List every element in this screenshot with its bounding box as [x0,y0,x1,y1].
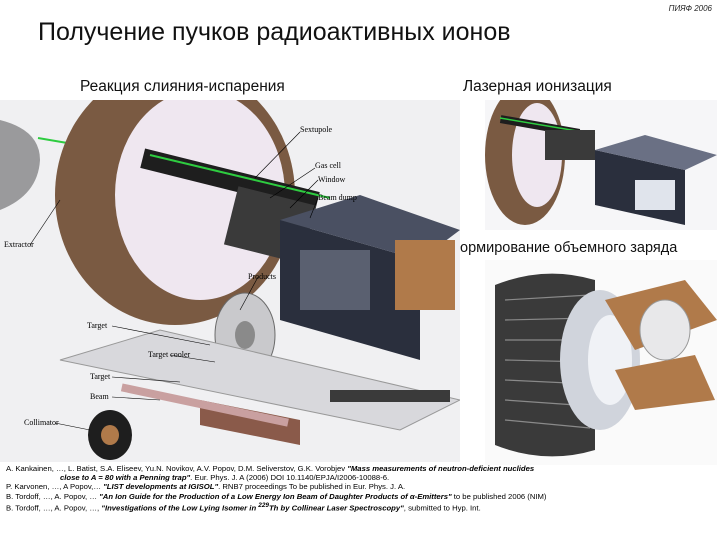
label-beam: Beam [90,392,109,401]
organization-mark: ПИЯФ 2006 [668,4,712,13]
laser-ionization-drawing [485,100,717,230]
label-window: Window [318,175,345,184]
label-target: Target [87,321,108,330]
label-collimator: Collimator [24,418,59,427]
label-sextupole: Sextupole [300,125,332,134]
references: A. Kankainen, …, L. Batist, S.A. Eliseev… [6,464,718,513]
label-gas-cell: Gas cell [315,161,342,170]
label-beam-dump: Beam dump [318,193,357,202]
subtitle-fusion-evaporation: Реакция слияния-испарения [80,78,285,95]
label-target-2: Target [90,372,111,381]
reference-2: P. Karvonen, …, A Popov,… "LIST developm… [6,482,406,492]
reference-1: A. Kankainen, …, L. Batist, S.A. Eliseev… [6,464,535,473]
label-target-cooler: Target cooler [148,350,190,359]
slide-title: Получение пучков радиоактивных ионов [38,18,511,46]
ion-guide-drawing: Sextupole Gas cell Window Beam dump Extr… [0,100,460,462]
label-extractor: Extractor [4,240,34,249]
label-products: Products [248,272,276,281]
reference-3: B. Tordoff, …, A. Popov, … "An Ion Guide… [6,491,547,501]
subtitle-laser-ionization: Лазерная ионизация [463,78,612,95]
reference-4: B. Tordoff, …, A. Popov, …, "Investigati… [6,501,481,513]
reference-1-cont: close to A = 80 with a Penning trap". Eu… [60,473,390,483]
space-charge-drawing [485,260,717,465]
subtitle-space-charge: Формирование объемного заряда [449,240,678,256]
